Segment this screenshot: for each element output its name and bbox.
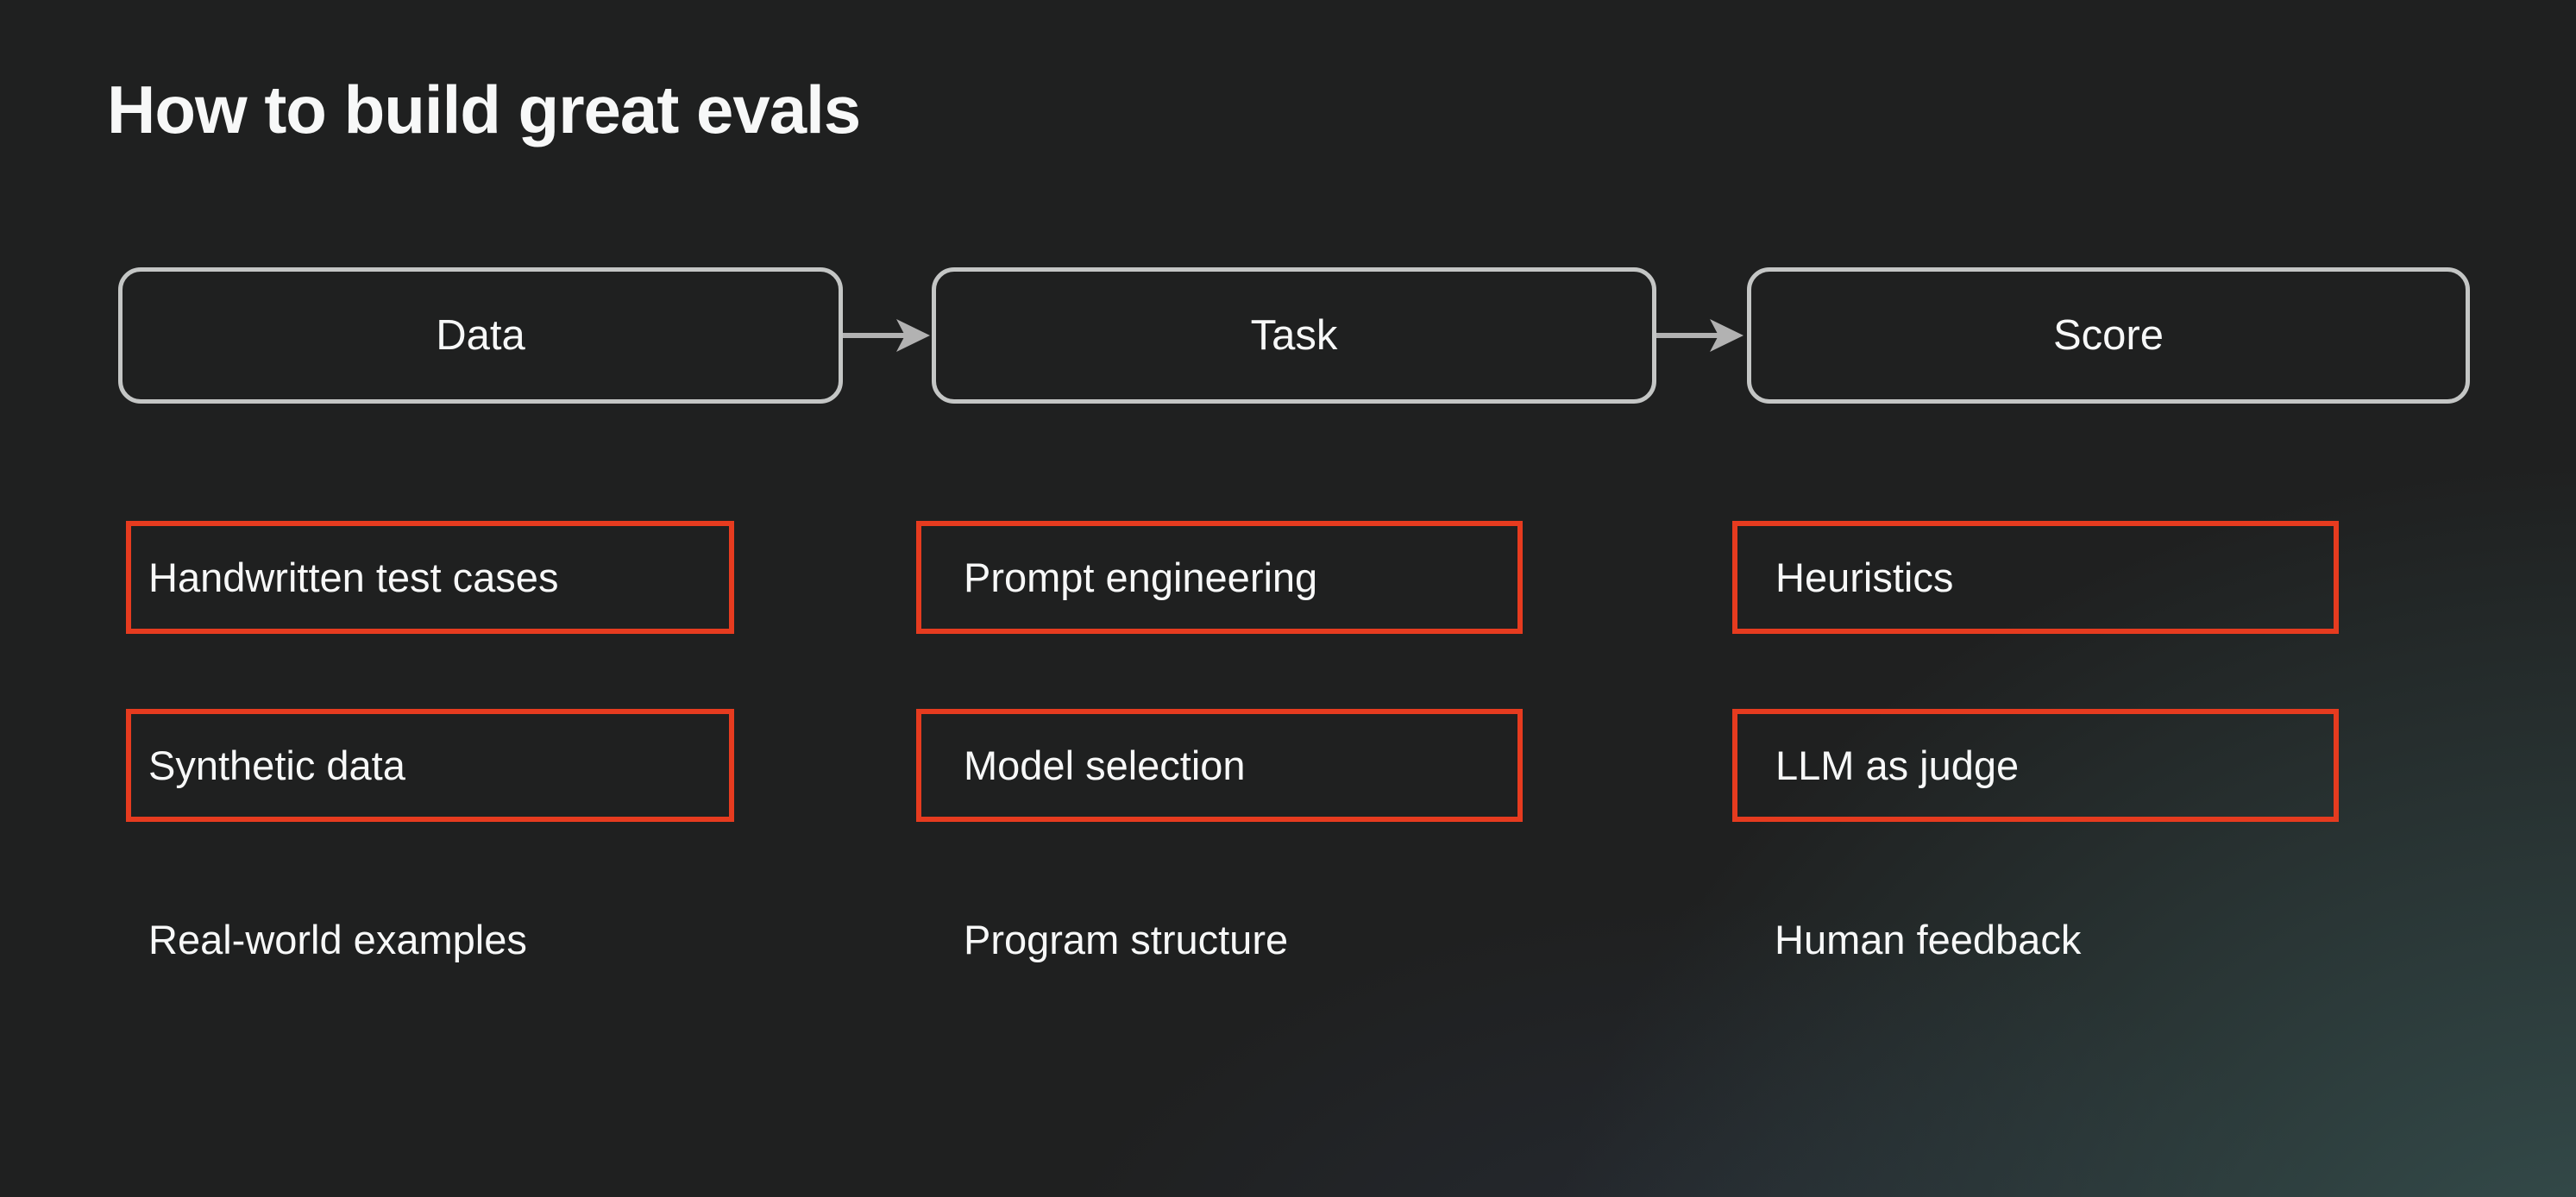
highlight-box-llm-as-judge: LLM as judge [1732, 709, 2339, 822]
label-human-feedback: Human feedback [1775, 917, 2082, 962]
flow-node-score: Score [1747, 267, 2470, 404]
highlight-box-label: Heuristics [1775, 555, 1954, 600]
highlight-box-label: Handwritten test cases [148, 555, 559, 600]
highlight-box-label: Model selection [964, 743, 1246, 788]
flow-node-data-label: Data [436, 312, 525, 359]
highlight-box-label: Synthetic data [148, 743, 405, 788]
highlight-box-label: LLM as judge [1775, 743, 2020, 788]
highlight-box-prompt-engineering: Prompt engineering [916, 521, 1523, 634]
highlight-box-heuristics: Heuristics [1732, 521, 2339, 634]
flow-node-score-label: Score [2052, 312, 2164, 359]
highlight-box-model-selection: Model selection [916, 709, 1523, 822]
page-title: How to build great evals [107, 72, 861, 147]
label-real-world-examples: Real-world examples [148, 917, 527, 962]
label-program-structure: Program structure [964, 917, 1289, 962]
flow-node-task-label: Task [1250, 312, 1338, 359]
highlight-box-synthetic-data: Synthetic data [126, 709, 734, 822]
flow-arrow-icon [1656, 319, 1744, 352]
flow-node-data: Data [118, 267, 843, 404]
highlight-box-label: Prompt engineering [964, 555, 1318, 600]
flow-arrow-icon [843, 319, 930, 352]
highlight-box-handwritten-test-cases: Handwritten test cases [126, 521, 734, 634]
flow-node-task: Task [932, 267, 1656, 404]
